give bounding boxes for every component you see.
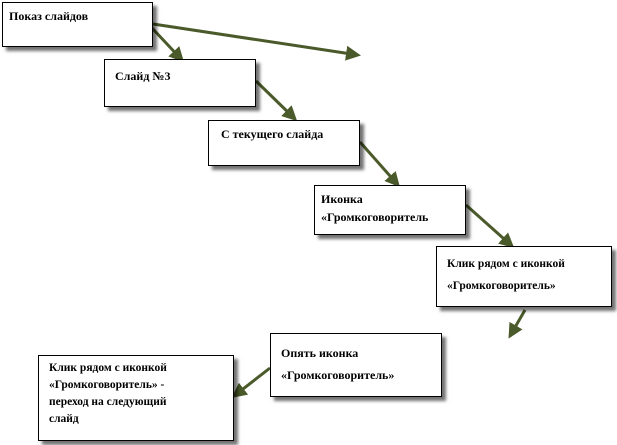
arrow-b4-to-b5	[465, 203, 515, 248]
node-speaker-icon: Иконка «Громкоговоритель	[314, 185, 466, 235]
node-slideshow: Показ слайдов	[2, 2, 153, 47]
node-text: Опять иконка	[281, 346, 359, 360]
node-click-near-speaker: Клик рядом с иконкой «Громкоговоритель»	[436, 246, 612, 307]
node-text: С текущего слайда	[221, 127, 324, 141]
arrow-b1-to-right	[152, 22, 361, 61]
node-slide-3: Слайд №3	[104, 59, 256, 107]
node-from-current-slide: С текущего слайда	[208, 120, 360, 166]
node-text: «Громкоговоритель» -	[49, 379, 165, 391]
arrow-b1-to-b2	[150, 26, 185, 63]
node-text: переход на следующий	[49, 396, 167, 408]
node-text: «Громкоговоритель»	[281, 368, 395, 382]
node-text: слайд	[49, 413, 79, 425]
arrow-b6-to-b7	[231, 366, 271, 398]
node-speaker-again: Опять иконка «Громкоговоритель»	[270, 333, 442, 397]
node-text: Слайд №3	[115, 69, 171, 83]
node-text: «Громкоговоритель	[321, 210, 429, 224]
node-text: «Громкоговоритель»	[447, 280, 556, 292]
arrow-b5-down	[508, 309, 527, 339]
node-text: Клик рядом с иконкой	[49, 362, 167, 374]
node-text: Иконка	[321, 192, 363, 206]
node-text: Показ слайдов	[9, 9, 89, 23]
arrow-b2-to-b3	[254, 79, 298, 122]
node-click-next-slide: Клик рядом с иконкой «Громкоговоритель» …	[38, 355, 234, 441]
arrow-b3-to-b4	[358, 141, 400, 188]
node-text: Клик рядом с иконкой	[447, 258, 565, 270]
